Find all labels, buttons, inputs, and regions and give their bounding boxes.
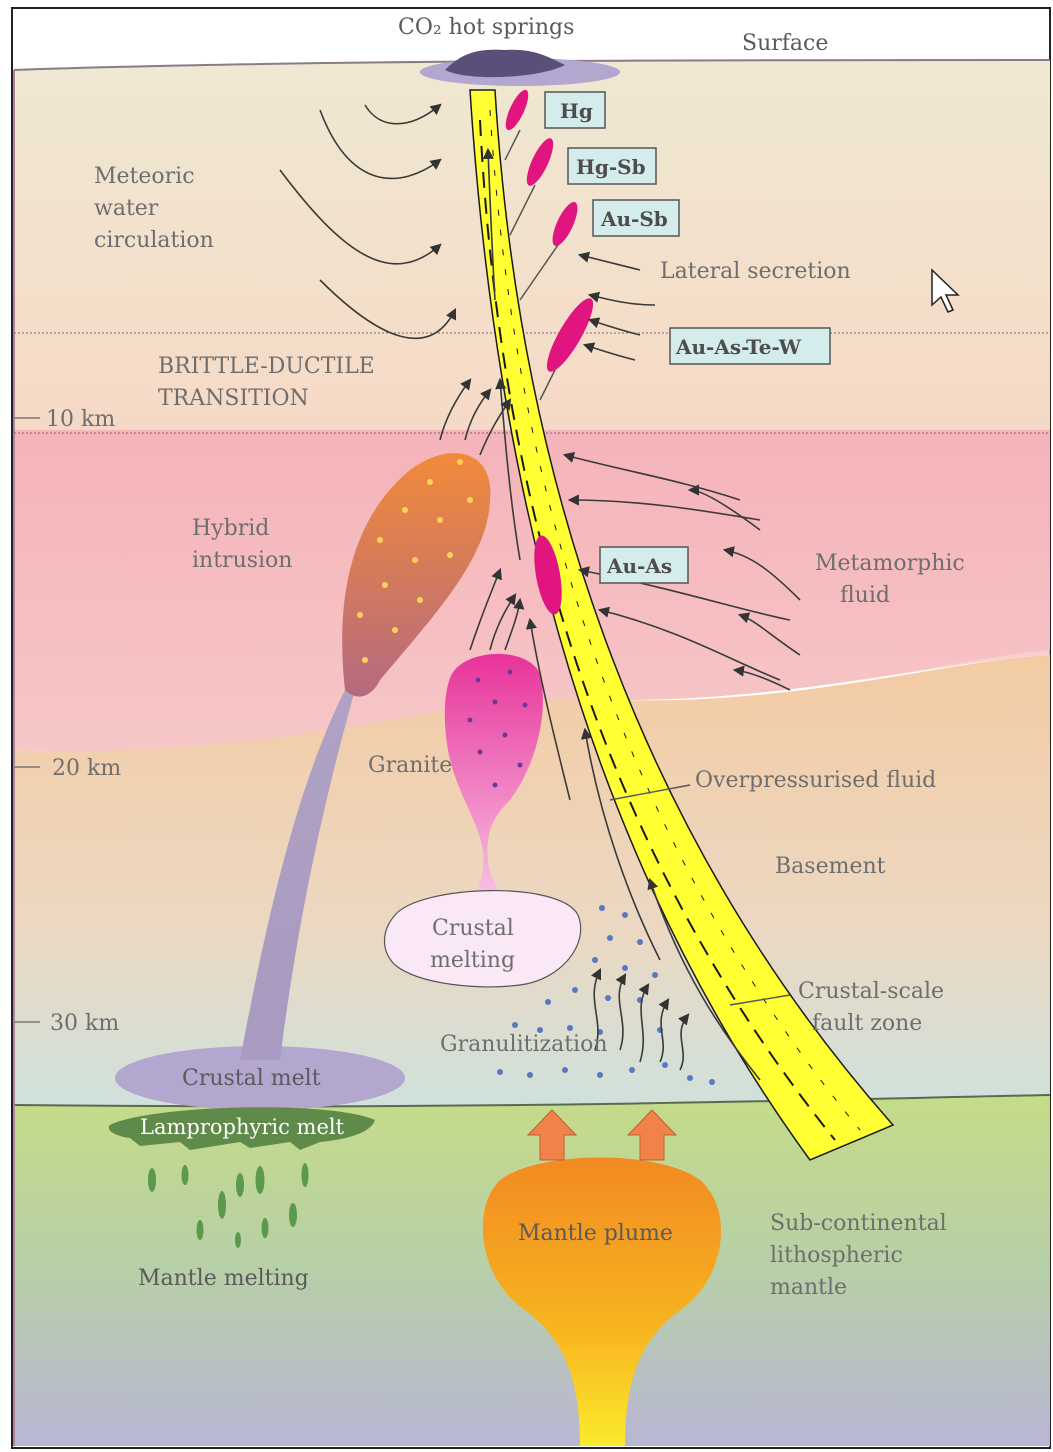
label-basement: Basement [775, 854, 886, 879]
label-meteoric-1: Meteoric [94, 164, 195, 189]
label-crustal-scale-1: Crustal-scale [798, 979, 944, 1004]
label-meteoric-2: water [94, 196, 159, 221]
label-hybrid-1: Hybrid [192, 516, 269, 541]
label-granulitization: Granulitization [440, 1032, 608, 1057]
label-metamorphic-1: Metamorphic [815, 551, 965, 576]
label-granite: Granite [368, 753, 452, 778]
deposit-label-au-as-te-w: Au-As-Te-W [675, 335, 802, 359]
label-surface: Surface [742, 31, 828, 56]
label-crustal-melting-2: melting [430, 948, 515, 973]
label-overpressurised: Overpressurised fluid [695, 768, 936, 793]
deposit-label-au-as: Au-As [606, 554, 672, 578]
label-hybrid-2: intrusion [192, 548, 292, 573]
label-mantle-melting: Mantle melting [138, 1266, 309, 1291]
label-lateral-secretion: Lateral secretion [660, 259, 851, 284]
depth-label-20km: 20 km [52, 756, 121, 781]
label-brittle-1: BRITTLE-DUCTILE [158, 354, 375, 379]
label-crustal-scale-2: fault zone [812, 1011, 922, 1036]
deposit-label-hg: Hg [560, 99, 593, 123]
label-sub-continental-1: Sub-continental [770, 1211, 947, 1236]
label-crustal-melt: Crustal melt [182, 1066, 321, 1091]
label-crustal-melting-1: Crustal [432, 916, 514, 941]
deposit-label-au-sb: Au-Sb [600, 207, 668, 231]
label-meteoric-3: circulation [94, 228, 214, 253]
label-lamprophyric-melt: Lamprophyric melt [140, 1115, 345, 1139]
depth-label-30km: 30 km [50, 1011, 119, 1036]
label-brittle-2: TRANSITION [158, 386, 309, 411]
label-sub-continental-2: lithospheric [770, 1243, 903, 1268]
label-hot-springs: CO₂ hot springs [398, 15, 574, 40]
label-sub-continental-3: mantle [770, 1275, 847, 1300]
deposit-label-hg-sb: Hg-Sb [576, 155, 646, 179]
depth-label-10km: 10 km [46, 407, 115, 432]
label-metamorphic-2: fluid [840, 583, 890, 608]
label-mantle-plume: Mantle plume [518, 1221, 673, 1246]
